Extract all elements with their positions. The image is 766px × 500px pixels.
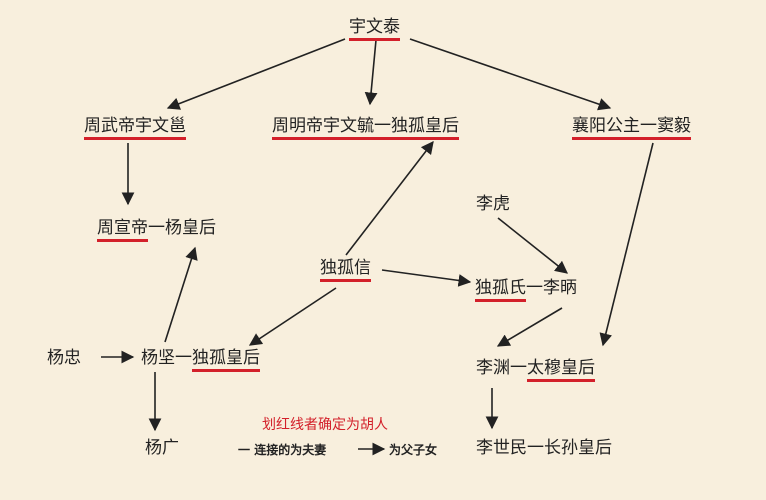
li-bing-label: 李昞 [543, 278, 577, 298]
li-hu-label: 李虎 [476, 194, 510, 214]
node-zhou-wudi: 周武帝宇文邕 [84, 116, 186, 140]
yuwen-tai-label: 宇文泰 [349, 17, 400, 41]
yang-guang-label: 杨广 [145, 438, 179, 458]
legend-arrow-label: 为父子女 [389, 443, 438, 457]
node-yang-guang: 杨广 [145, 438, 179, 458]
dou-yi-label: 窦毅 [657, 116, 691, 136]
arrow-duguxin-to-dugushi [381, 269, 472, 287]
dugu-huanghou-2-label: 独孤皇后 [192, 348, 260, 372]
couple-separator: 一 [526, 278, 543, 298]
couple-separator: 一 [175, 348, 192, 368]
legend-line-symbol: 一 [238, 443, 251, 457]
node-yuwen-tai: 宇文泰 [349, 17, 400, 41]
zhangsun-huanghou-label: 长孙皇后 [544, 438, 612, 458]
mingdi-couple-underline: 周明帝宇文毓一独孤皇后 [272, 116, 459, 140]
li-yuan-label: 李渊 [476, 358, 510, 378]
arrow-libing-to-liyuan [496, 307, 563, 347]
zhou-xuandi-label: 周宣帝 [97, 218, 148, 242]
xiangyang-couple-underline: 襄阳公主一窦毅 [572, 116, 691, 140]
arrow-yuwentai-to-mingdi [364, 39, 378, 106]
taimu-huanghou-label: 太穆皇后 [527, 358, 595, 382]
legend-title: 划红线者确定为胡人 [262, 417, 388, 433]
legend-arrow-item: 为父子女 [389, 441, 437, 458]
legend-line-label: 连接的为夫妻 [254, 443, 327, 457]
xiangyang-gongzhu-label: 襄阳公主 [572, 116, 640, 136]
arrow-yuwentai-to-xiangyang [409, 38, 612, 111]
arrow-yangjian-to-yanghuanghou [164, 246, 198, 343]
node-dugushi-couple: 独孤氏一李昞 [475, 278, 577, 302]
node-xiangyang-couple: 襄阳公主一窦毅 [572, 116, 691, 140]
couple-separator: 一 [527, 438, 544, 458]
node-yangjian-couple: 杨坚一独孤皇后 [141, 348, 260, 372]
node-yang-zhong: 杨忠 [47, 348, 81, 368]
arrow-yuwentai-to-wudi [166, 38, 346, 110]
dugu-xin-label: 独孤信 [320, 258, 371, 282]
legend-line-item: 一 连接的为夫妻 [238, 441, 326, 458]
zhou-wudi-label: 周武帝宇文邕 [84, 116, 186, 140]
node-lishimin-couple: 李世民一长孙皇后 [476, 438, 612, 458]
dugu-shi-label: 独孤氏 [475, 278, 526, 302]
zhou-mingdi-label: 周明帝宇文毓 [272, 116, 374, 136]
couple-separator: 一 [374, 116, 391, 136]
yang-huanghou-label: 杨皇后 [165, 218, 216, 238]
node-zhou-mingdi-couple: 周明帝宇文毓一独孤皇后 [272, 116, 459, 140]
couple-separator: 一 [640, 116, 657, 136]
node-li-hu: 李虎 [476, 194, 510, 214]
node-zhou-xuandi-couple: 周宣帝一杨皇后 [97, 218, 216, 242]
arrow-duguxin-to-mingdi-dugu [345, 140, 434, 256]
couple-separator: 一 [510, 358, 527, 378]
couple-separator: 一 [148, 218, 165, 238]
arrow-xiangyang-to-taimu [599, 142, 654, 347]
arrow-lihu-to-libing [497, 217, 569, 274]
node-dugu-xin: 独孤信 [320, 258, 371, 282]
yang-jian-label: 杨坚 [141, 348, 175, 368]
arrow-duguxin-to-yangjian-dugu [248, 287, 337, 346]
yang-zhong-label: 杨忠 [47, 348, 81, 368]
node-liyuan-couple: 李渊一太穆皇后 [476, 358, 595, 382]
li-shimin-label: 李世民 [476, 438, 527, 458]
dugu-huanghou-1-label: 独孤皇后 [391, 116, 459, 136]
